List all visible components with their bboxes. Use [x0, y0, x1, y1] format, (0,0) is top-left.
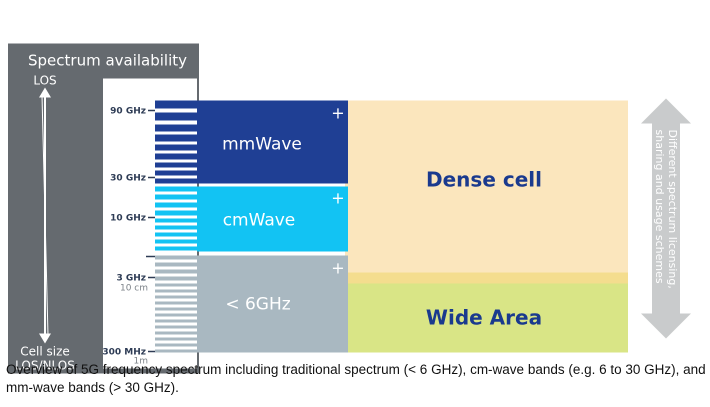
cell-size-label: Cell size	[20, 345, 70, 359]
tick-10cm: 10 cm	[120, 284, 148, 294]
sub6ghz-label: < 6GHz	[225, 295, 290, 315]
mmwave-block	[197, 100, 348, 184]
tick-300mhz: 300 MHz	[102, 348, 146, 358]
mmwave-label: mmWave	[222, 135, 302, 155]
mmwave-plus-icon: +	[331, 104, 344, 123]
availability-title: Spectrum availability	[28, 52, 187, 70]
los-label: LOS	[33, 74, 56, 88]
tick-30ghz: 30 GHz	[110, 174, 146, 184]
tick-10ghz: 10 GHz	[110, 214, 146, 224]
cmwave-block	[197, 186, 348, 252]
dense-cell-label: Dense cell	[426, 168, 542, 192]
overlap-band	[345, 272, 628, 284]
figure-caption: Overview of 5G frequency spectrum includ…	[6, 362, 706, 395]
cmwave-label: cmWave	[223, 211, 296, 231]
los-double-arrow	[39, 87, 51, 344]
wide-area-label: Wide Area	[426, 306, 542, 330]
licensing-double-arrow	[641, 98, 691, 339]
licensing-text-line-1: Different spectrum licensing,	[666, 130, 679, 289]
tick-1m: 1m	[134, 357, 149, 367]
tick-3ghz: 3 GHz	[116, 274, 146, 284]
dense-cell-region	[345, 100, 628, 287]
tick-90ghz: 90 GHz	[110, 107, 146, 117]
sub6ghz-block	[197, 255, 348, 353]
wide-area-region	[345, 283, 628, 353]
frequency-scale	[103, 78, 197, 369]
licensing-text-line-2: sharing and usage schemes	[653, 130, 666, 284]
sub6ghz-plus-icon: +	[331, 259, 344, 278]
cmwave-plus-icon: +	[331, 189, 344, 208]
los-nlos-label: LOS/NLOS	[15, 359, 75, 373]
